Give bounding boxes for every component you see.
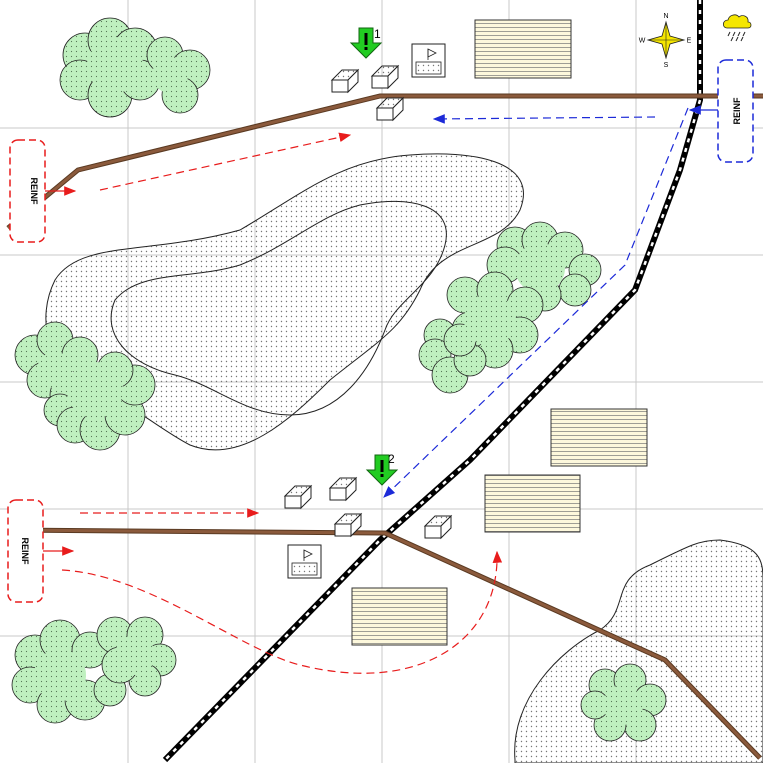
reinf-zone-east[interactable]: REINF [688, 59, 754, 163]
compass-rose-icon: N S E W [639, 13, 692, 69]
compass-west: W [639, 38, 646, 45]
building-icon [423, 514, 453, 540]
forest-west [14, 321, 156, 451]
red-route-north [99, 132, 352, 191]
field-south [351, 587, 448, 646]
building-icon [333, 512, 363, 538]
railway [162, 0, 703, 763]
reinf-label: REINF [732, 97, 742, 125]
reinf-label: REINF [20, 538, 30, 566]
compass-north: N [663, 13, 668, 20]
objective-marker-1[interactable]: 1 [349, 27, 383, 59]
building-icon [328, 476, 358, 502]
reinf-zone-west-north[interactable]: REINF [9, 139, 77, 243]
building-icon [283, 484, 313, 510]
flag-marker-icon[interactable] [287, 544, 322, 579]
building-icon [375, 96, 405, 122]
reinf-label: REINF [29, 178, 39, 206]
building-icon [330, 68, 360, 94]
objective-label: 2 [388, 452, 395, 466]
compass-south: S [664, 62, 669, 69]
objective-marker-2[interactable]: 2 [365, 452, 399, 486]
fields [351, 19, 648, 646]
forest-center-east [418, 221, 602, 394]
flag-marker-icon[interactable] [411, 43, 446, 78]
hill-area-southeast [514, 539, 763, 763]
blue-route-south [383, 107, 689, 498]
building-icon [370, 64, 400, 90]
movement-routes [61, 107, 689, 674]
forest-north-west [59, 17, 211, 118]
field-east-1 [550, 408, 648, 467]
rain-cloud-icon [722, 14, 752, 42]
buildings [283, 64, 453, 540]
field-east-2 [484, 474, 581, 533]
compass-east: E [687, 38, 692, 45]
reinf-zone-west-south[interactable]: REINF [7, 499, 75, 603]
field-north [474, 19, 572, 79]
blue-route-north [432, 114, 656, 124]
forest-south-east [580, 663, 667, 742]
forest-south-west [11, 616, 177, 724]
objective-label: 1 [374, 27, 381, 41]
